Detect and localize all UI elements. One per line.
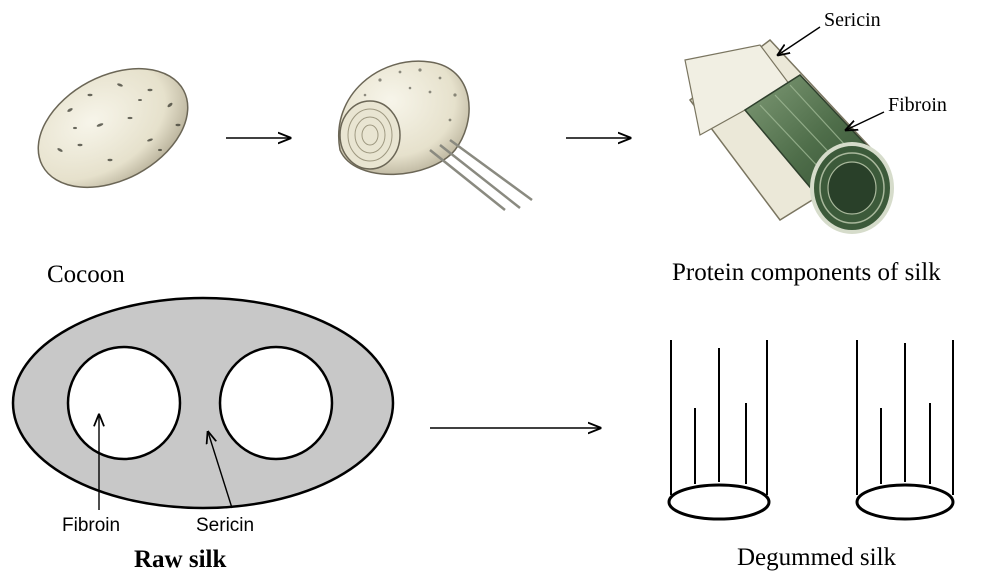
sericin-bottom-label: Sericin <box>196 516 254 535</box>
fibroin-filament-right <box>220 347 332 459</box>
raw-silk-label: Raw silk <box>134 547 226 572</box>
protein-components-label: Protein components of silk <box>672 260 941 285</box>
degummed-silk-diagram <box>669 340 953 519</box>
degummed-silk-label: Degummed silk <box>737 545 896 570</box>
sericin-pointer-arrow <box>778 27 820 55</box>
fibroin-filament-left <box>68 347 180 459</box>
fibroin-top-label: Fibroin <box>888 95 947 115</box>
degummed-filament-left <box>669 340 769 519</box>
fibroin-pointer-arrow <box>846 112 884 130</box>
raw-silk-diagram <box>13 298 393 510</box>
fibroin-bottom-label: Fibroin <box>62 516 120 535</box>
degummed-filament-right <box>857 340 953 519</box>
sericin-top-label: Sericin <box>824 10 881 30</box>
cocoon-illustration <box>18 45 208 212</box>
silk-fiber-illustration <box>685 40 892 232</box>
unreeling-cocoon-illustration <box>339 61 532 210</box>
cocoon-label: Cocoon <box>47 262 125 287</box>
